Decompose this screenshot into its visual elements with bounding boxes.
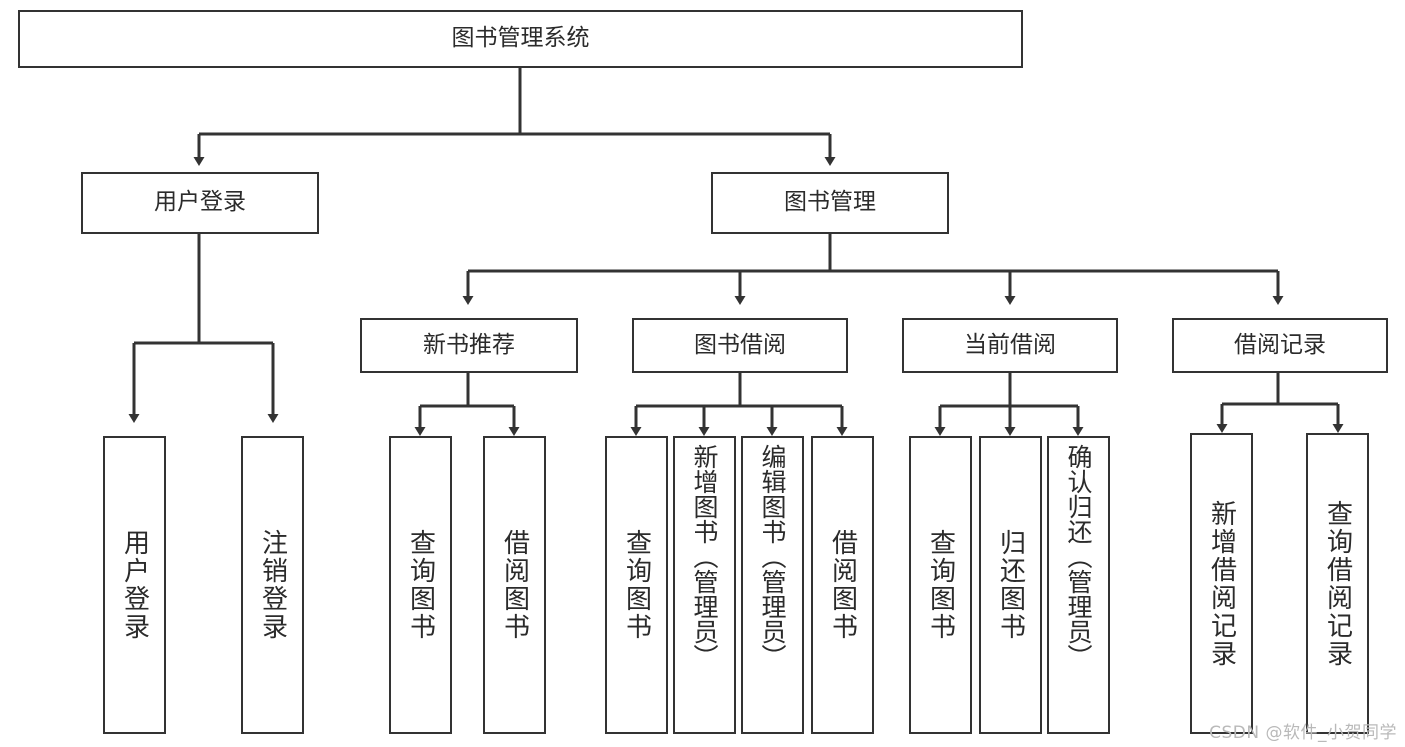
node-new-book-recommend-label: 新书推荐 bbox=[423, 331, 515, 358]
leaf-borrow-record-add-record[interactable]: 新增借阅记录 bbox=[1190, 433, 1253, 734]
leaf-book-borrow-add-book-label: 新增图书（管理员） bbox=[690, 444, 719, 669]
leaf-current-borrow-confirm-return[interactable]: 确认归还（管理员） bbox=[1047, 436, 1110, 734]
leaf-user-login-logout[interactable]: 注销登录 bbox=[241, 436, 304, 734]
leaf-current-borrow-query-book[interactable]: 查询图书 bbox=[909, 436, 972, 734]
leaf-current-borrow-return-book[interactable]: 归还图书 bbox=[979, 436, 1042, 734]
leaf-current-borrow-confirm-return-label: 确认归还（管理员） bbox=[1064, 444, 1093, 669]
leaf-book-borrow-edit-book[interactable]: 编辑图书（管理员） bbox=[741, 436, 804, 734]
node-book-management[interactable]: 图书管理 bbox=[711, 172, 949, 234]
node-borrow-record-label: 借阅记录 bbox=[1234, 331, 1326, 358]
node-user-login[interactable]: 用户登录 bbox=[81, 172, 319, 234]
node-book-borrow-label: 图书借阅 bbox=[694, 331, 786, 358]
leaf-new-book-query-book-label: 查询图书 bbox=[405, 529, 436, 641]
leaf-book-borrow-query-book[interactable]: 查询图书 bbox=[605, 436, 668, 734]
leaf-book-borrow-edit-book-label: 编辑图书（管理员） bbox=[758, 444, 787, 669]
leaf-current-borrow-query-book-label: 查询图书 bbox=[925, 529, 956, 641]
leaf-user-login-logout-label: 注销登录 bbox=[257, 529, 288, 641]
leaf-borrow-record-add-record-label: 新增借阅记录 bbox=[1206, 499, 1237, 668]
leaf-new-book-query-book[interactable]: 查询图书 bbox=[389, 436, 452, 734]
leaf-book-borrow-query-book-label: 查询图书 bbox=[621, 529, 652, 641]
leaf-book-borrow-borrow-book[interactable]: 借阅图书 bbox=[811, 436, 874, 734]
leaf-book-borrow-borrow-book-label: 借阅图书 bbox=[827, 529, 858, 641]
leaf-borrow-record-query-record[interactable]: 查询借阅记录 bbox=[1306, 433, 1369, 734]
watermark-text: CSDN @软件_小贺同学 bbox=[1209, 723, 1397, 743]
node-book-borrow[interactable]: 图书借阅 bbox=[632, 318, 848, 373]
leaf-new-book-borrow-book-label: 借阅图书 bbox=[499, 529, 530, 641]
leaf-book-borrow-add-book[interactable]: 新增图书（管理员） bbox=[673, 436, 736, 734]
leaf-new-book-borrow-book[interactable]: 借阅图书 bbox=[483, 436, 546, 734]
node-root-book-management-system[interactable]: 图书管理系统 bbox=[18, 10, 1023, 68]
node-book-management-label: 图书管理 bbox=[784, 189, 876, 216]
node-borrow-record[interactable]: 借阅记录 bbox=[1172, 318, 1388, 373]
node-user-login-label: 用户登录 bbox=[154, 189, 246, 216]
node-current-borrow[interactable]: 当前借阅 bbox=[902, 318, 1118, 373]
leaf-borrow-record-query-record-label: 查询借阅记录 bbox=[1322, 499, 1353, 668]
leaf-user-login-login[interactable]: 用户登录 bbox=[103, 436, 166, 734]
leaf-user-login-login-label: 用户登录 bbox=[119, 529, 150, 641]
node-root-label: 图书管理系统 bbox=[451, 25, 590, 52]
node-current-borrow-label: 当前借阅 bbox=[964, 331, 1056, 358]
leaf-current-borrow-return-book-label: 归还图书 bbox=[995, 529, 1026, 641]
node-new-book-recommend[interactable]: 新书推荐 bbox=[360, 318, 578, 373]
